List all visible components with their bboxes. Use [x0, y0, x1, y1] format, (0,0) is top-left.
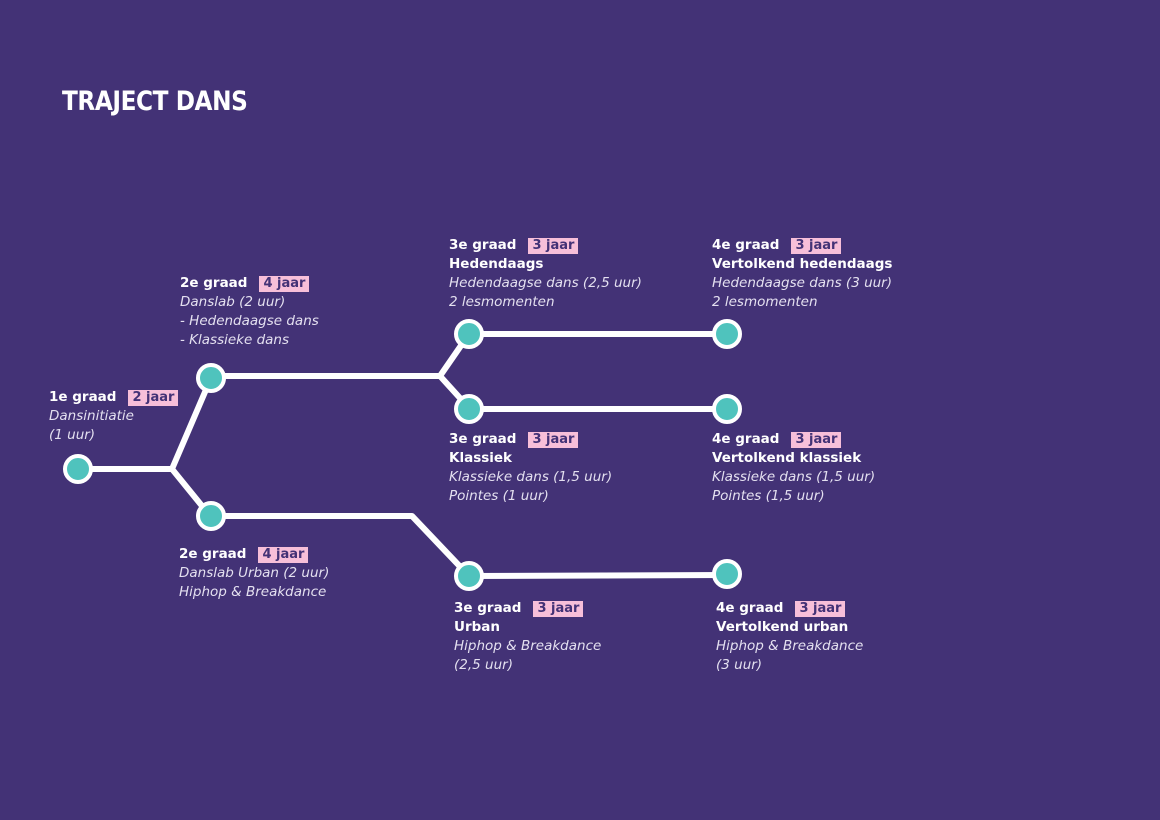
stage-name: Vertolkend hedendaags [712, 256, 893, 272]
duration-badge: 4 jaar [258, 546, 309, 563]
node-4e-graad-hedendaags [712, 319, 742, 349]
stage-label-4e-graad-hedendaags: 4e graad 3 jaar Vertolkend hedendaags Hed… [712, 236, 892, 312]
stage-label-3e-graad-hedendaags: 3e graad 3 jaar Hedendaags Hedendaagse da… [449, 236, 642, 312]
duration-badge: 2 jaar [128, 389, 179, 406]
stage-label-4e-graad-urban: 4e graad 3 jaar Vertolkend urban Hiphop &… [716, 599, 863, 675]
duration-badge: 3 jaar [528, 431, 579, 448]
stage-name: Vertolkend klassiek [712, 450, 862, 466]
node-4e-graad-urban [712, 559, 742, 589]
node-4e-graad-klassiek [712, 394, 742, 424]
stage-detail: Klassieke dans (1,5 uur) [449, 469, 613, 485]
stage-detail: Danslab Urban (2 uur) [179, 565, 330, 581]
node-2e-graad-danslab [196, 363, 226, 393]
stage-detail: Pointes (1 uur) [449, 488, 549, 504]
node-2e-graad-urban [196, 501, 226, 531]
line-g3c-g4c [466, 572, 730, 579]
stage-detail: (3 uur) [716, 657, 763, 673]
stage-detail: Hiphop & Breakdance [716, 638, 864, 654]
stage-name: Urban [454, 619, 501, 635]
graad-text: 3e graad [449, 237, 517, 253]
stage-name: Vertolkend urban [716, 619, 849, 635]
stage-detail: Dansinitiatie [49, 408, 134, 424]
graad-text: 3e graad [449, 431, 517, 447]
node-3e-graad-urban [454, 561, 484, 591]
node-3e-graad-klassiek [454, 394, 484, 424]
duration-badge: 3 jaar [791, 237, 842, 254]
stage-label-1e-graad: 1e graad 2 jaar Dansinitiatie (1 uur) [49, 388, 179, 445]
graad-text: 4e graad [712, 237, 780, 253]
stage-detail: 2 lesmomenten [712, 294, 818, 310]
node-1e-graad [63, 454, 93, 484]
stage-detail: - Klassieke dans [180, 332, 290, 348]
stage-detail: Hiphop & Breakdance [179, 584, 327, 600]
duration-badge: 4 jaar [259, 275, 310, 292]
graad-text: 2e graad [179, 546, 247, 562]
stage-label-4e-graad-klassiek: 4e graad 3 jaar Vertolkend klassiek Klass… [712, 430, 875, 506]
stage-detail: Klassieke dans (1,5 uur) [712, 469, 876, 485]
stage-label-3e-graad-urban: 3e graad 3 jaar Urban Hiphop & Breakdance… [454, 599, 601, 675]
duration-badge: 3 jaar [791, 431, 842, 448]
stage-detail: Pointes (1,5 uur) [712, 488, 825, 504]
stage-detail: Hiphop & Breakdance [454, 638, 602, 654]
graad-text: 3e graad [454, 600, 522, 616]
stage-label-2e-graad-danslab: 2e graad 4 jaar Danslab (2 uur) - Hedenda… [180, 274, 319, 350]
stage-detail: Danslab (2 uur) [180, 294, 286, 310]
line-g2b-g3c [208, 513, 472, 579]
stage-label-3e-graad-klassiek: 3e graad 3 jaar Klassiek Klassieke dans (… [449, 430, 612, 506]
duration-badge: 3 jaar [528, 237, 579, 254]
stage-detail: Hedendaagse dans (3 uur) [712, 275, 893, 291]
stage-detail: Hedendaagse dans (2,5 uur) [449, 275, 642, 291]
graad-text: 4e graad [716, 600, 784, 616]
page-title: TRAJECT DANS [62, 86, 248, 117]
stage-detail: (2,5 uur) [454, 657, 513, 673]
stage-name: Klassiek [449, 450, 513, 466]
stage-label-2e-graad-urban: 2e graad 4 jaar Danslab Urban (2 uur) Hip… [179, 545, 329, 602]
graad-text: 2e graad [180, 275, 248, 291]
graad-text: 1e graad [49, 389, 117, 405]
graad-text: 4e graad [712, 431, 780, 447]
duration-badge: 3 jaar [795, 600, 846, 617]
node-3e-graad-hedendaags [454, 319, 484, 349]
duration-badge: 3 jaar [533, 600, 584, 617]
stage-detail: 2 lesmomenten [449, 294, 555, 310]
stage-name: Hedendaags [449, 256, 544, 272]
stage-detail: (1 uur) [49, 427, 96, 443]
stage-detail: - Hedendaagse dans [180, 313, 319, 329]
